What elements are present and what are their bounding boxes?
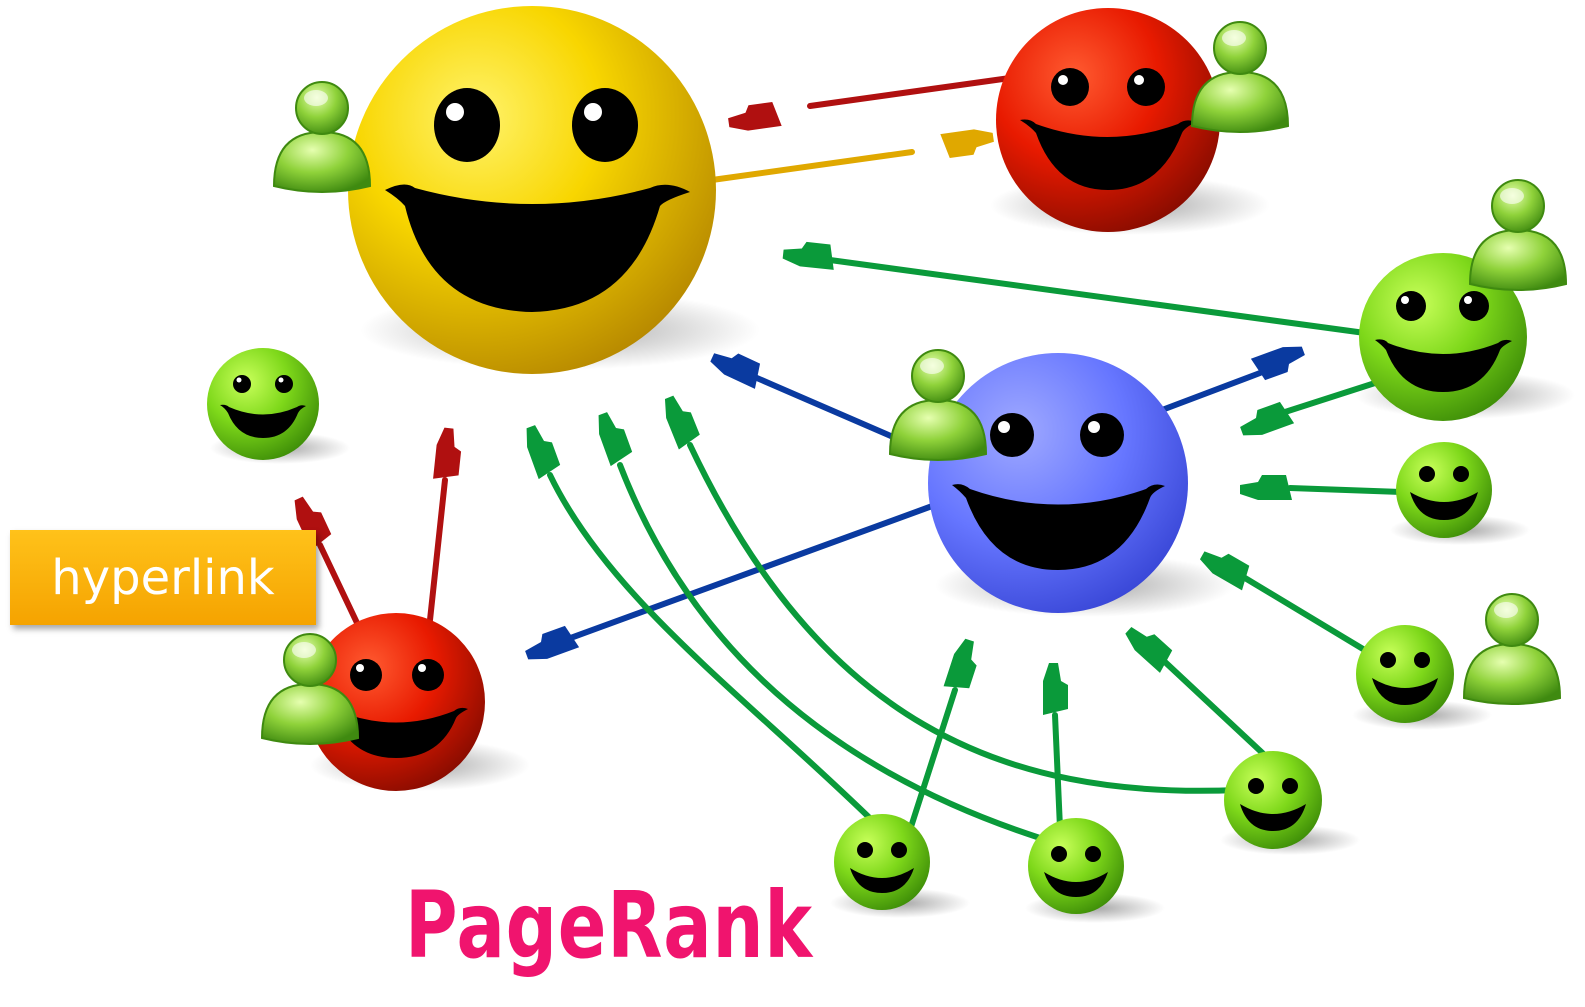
smile-icon: [385, 184, 690, 312]
pointing-hand-icon: [1043, 663, 1068, 715]
pointing-hand-icon: [710, 353, 761, 389]
pointing-hands: [294, 101, 1305, 715]
link-green-bottom-a-to-blue: [907, 687, 958, 833]
eye-icon: [1459, 291, 1489, 321]
pointing-hand-icon: [1125, 626, 1173, 673]
node-blue-center: [928, 353, 1235, 617]
link-green-low-to-blue: [1242, 575, 1371, 655]
eye-icon: [1085, 846, 1101, 862]
pointing-hand-icon: [433, 427, 462, 479]
link-red-bottom-to-yellow-a: [427, 477, 448, 623]
link-red-bottom-to-yellow-b: [317, 542, 361, 628]
link-green-bottom-right-to-blue: [1162, 659, 1273, 763]
link-blue-to-yellow: [747, 372, 903, 443]
smile-icon: [952, 484, 1165, 570]
eye-icon: [275, 375, 293, 393]
pointing-hand-icon: [598, 412, 633, 467]
smile-icon: [1044, 872, 1108, 897]
pointing-hand-icon: [1240, 401, 1295, 436]
node-green-bottom-b: [1025, 818, 1165, 923]
pointing-hand-icon: [526, 425, 561, 480]
links: [317, 75, 1403, 841]
node-green-bottom-right: [1220, 751, 1360, 855]
pointing-hand-icon: [940, 129, 994, 159]
link-green-bottom-a-to-yellow: [547, 472, 883, 831]
hyperlink-label: hyperlink: [51, 549, 275, 606]
smile-icon: [1372, 678, 1438, 705]
link-blue-to-red-bottom: [562, 502, 938, 643]
pagerank-title-text: PageRank: [405, 871, 813, 979]
pointing-hand-icon: [525, 625, 580, 660]
link-red-top-to-yellow: [807, 75, 1013, 109]
eye-icon: [1453, 466, 1469, 482]
smile-icon: [1375, 339, 1512, 392]
link-green-mid-to-blue: [1287, 485, 1403, 495]
user-icon: [1190, 21, 1290, 133]
node-green-low-right: [1352, 625, 1492, 730]
eye-icon: [1248, 778, 1264, 794]
link-green-bottom-right-to-yellow: [687, 442, 1241, 794]
link-green-bottom-b-to-yellow: [617, 462, 1043, 841]
eye-icon: [1282, 778, 1298, 794]
pointing-hand-icon: [664, 395, 700, 450]
link-green-bottom-b-to-blue: [1052, 712, 1063, 831]
smile-icon: [325, 707, 468, 758]
pointing-hand-icon: [1250, 346, 1305, 381]
link-green-right-to-blue: [1282, 380, 1378, 415]
eye-icon: [857, 842, 873, 858]
eye-icon: [1414, 652, 1430, 668]
node-red-top: [990, 8, 1270, 235]
eye-icon: [1127, 68, 1165, 106]
user-icons: [260, 21, 1568, 745]
node-green-right: [1355, 253, 1575, 421]
smile-icon: [1410, 492, 1478, 520]
eye-icon: [1080, 413, 1124, 457]
user-icon: [260, 633, 360, 745]
node-green-mid-right: [1390, 442, 1530, 545]
pointing-hand-icon: [943, 638, 977, 689]
eye-icon: [1419, 466, 1435, 482]
pointing-hand-icon: [294, 496, 332, 551]
link-green-right-to-yellow: [827, 257, 1368, 336]
eye-icon: [1380, 652, 1396, 668]
pointing-hand-icon: [1240, 475, 1292, 500]
node-green-bottom-a: [830, 814, 970, 918]
eye-icon: [1051, 846, 1067, 862]
hyperlink-callout: hyperlink: [10, 530, 316, 625]
pointing-hand-icon: [728, 101, 782, 131]
node-green-left: [207, 348, 350, 464]
pagerank-title: PageRank: [405, 850, 812, 1000]
link-blue-to-green-right: [1159, 370, 1263, 413]
smile-icon: [220, 404, 306, 438]
node-yellow-big: [348, 6, 760, 374]
eye-icon: [350, 659, 382, 691]
eye-icon: [891, 842, 907, 858]
smile-icon: [1240, 804, 1306, 831]
eye-icon: [990, 413, 1034, 457]
link-yellow-to-red-top: [709, 149, 915, 183]
pointing-hand-icon: [1199, 551, 1250, 591]
eye-icon: [1396, 291, 1426, 321]
eye-icon: [1051, 68, 1089, 106]
eye-icon: [412, 659, 444, 691]
eye-icon: [572, 88, 638, 162]
eye-icon: [434, 88, 500, 162]
smile-icon: [1020, 119, 1196, 190]
user-icon: [1468, 179, 1568, 291]
pointing-hand-icon: [782, 241, 834, 270]
user-icon: [1462, 593, 1562, 705]
node-red-bottom: [307, 613, 530, 791]
user-icon: [888, 349, 988, 461]
smile-icon: [850, 868, 914, 893]
eye-icon: [233, 375, 251, 393]
user-icon: [272, 81, 372, 193]
